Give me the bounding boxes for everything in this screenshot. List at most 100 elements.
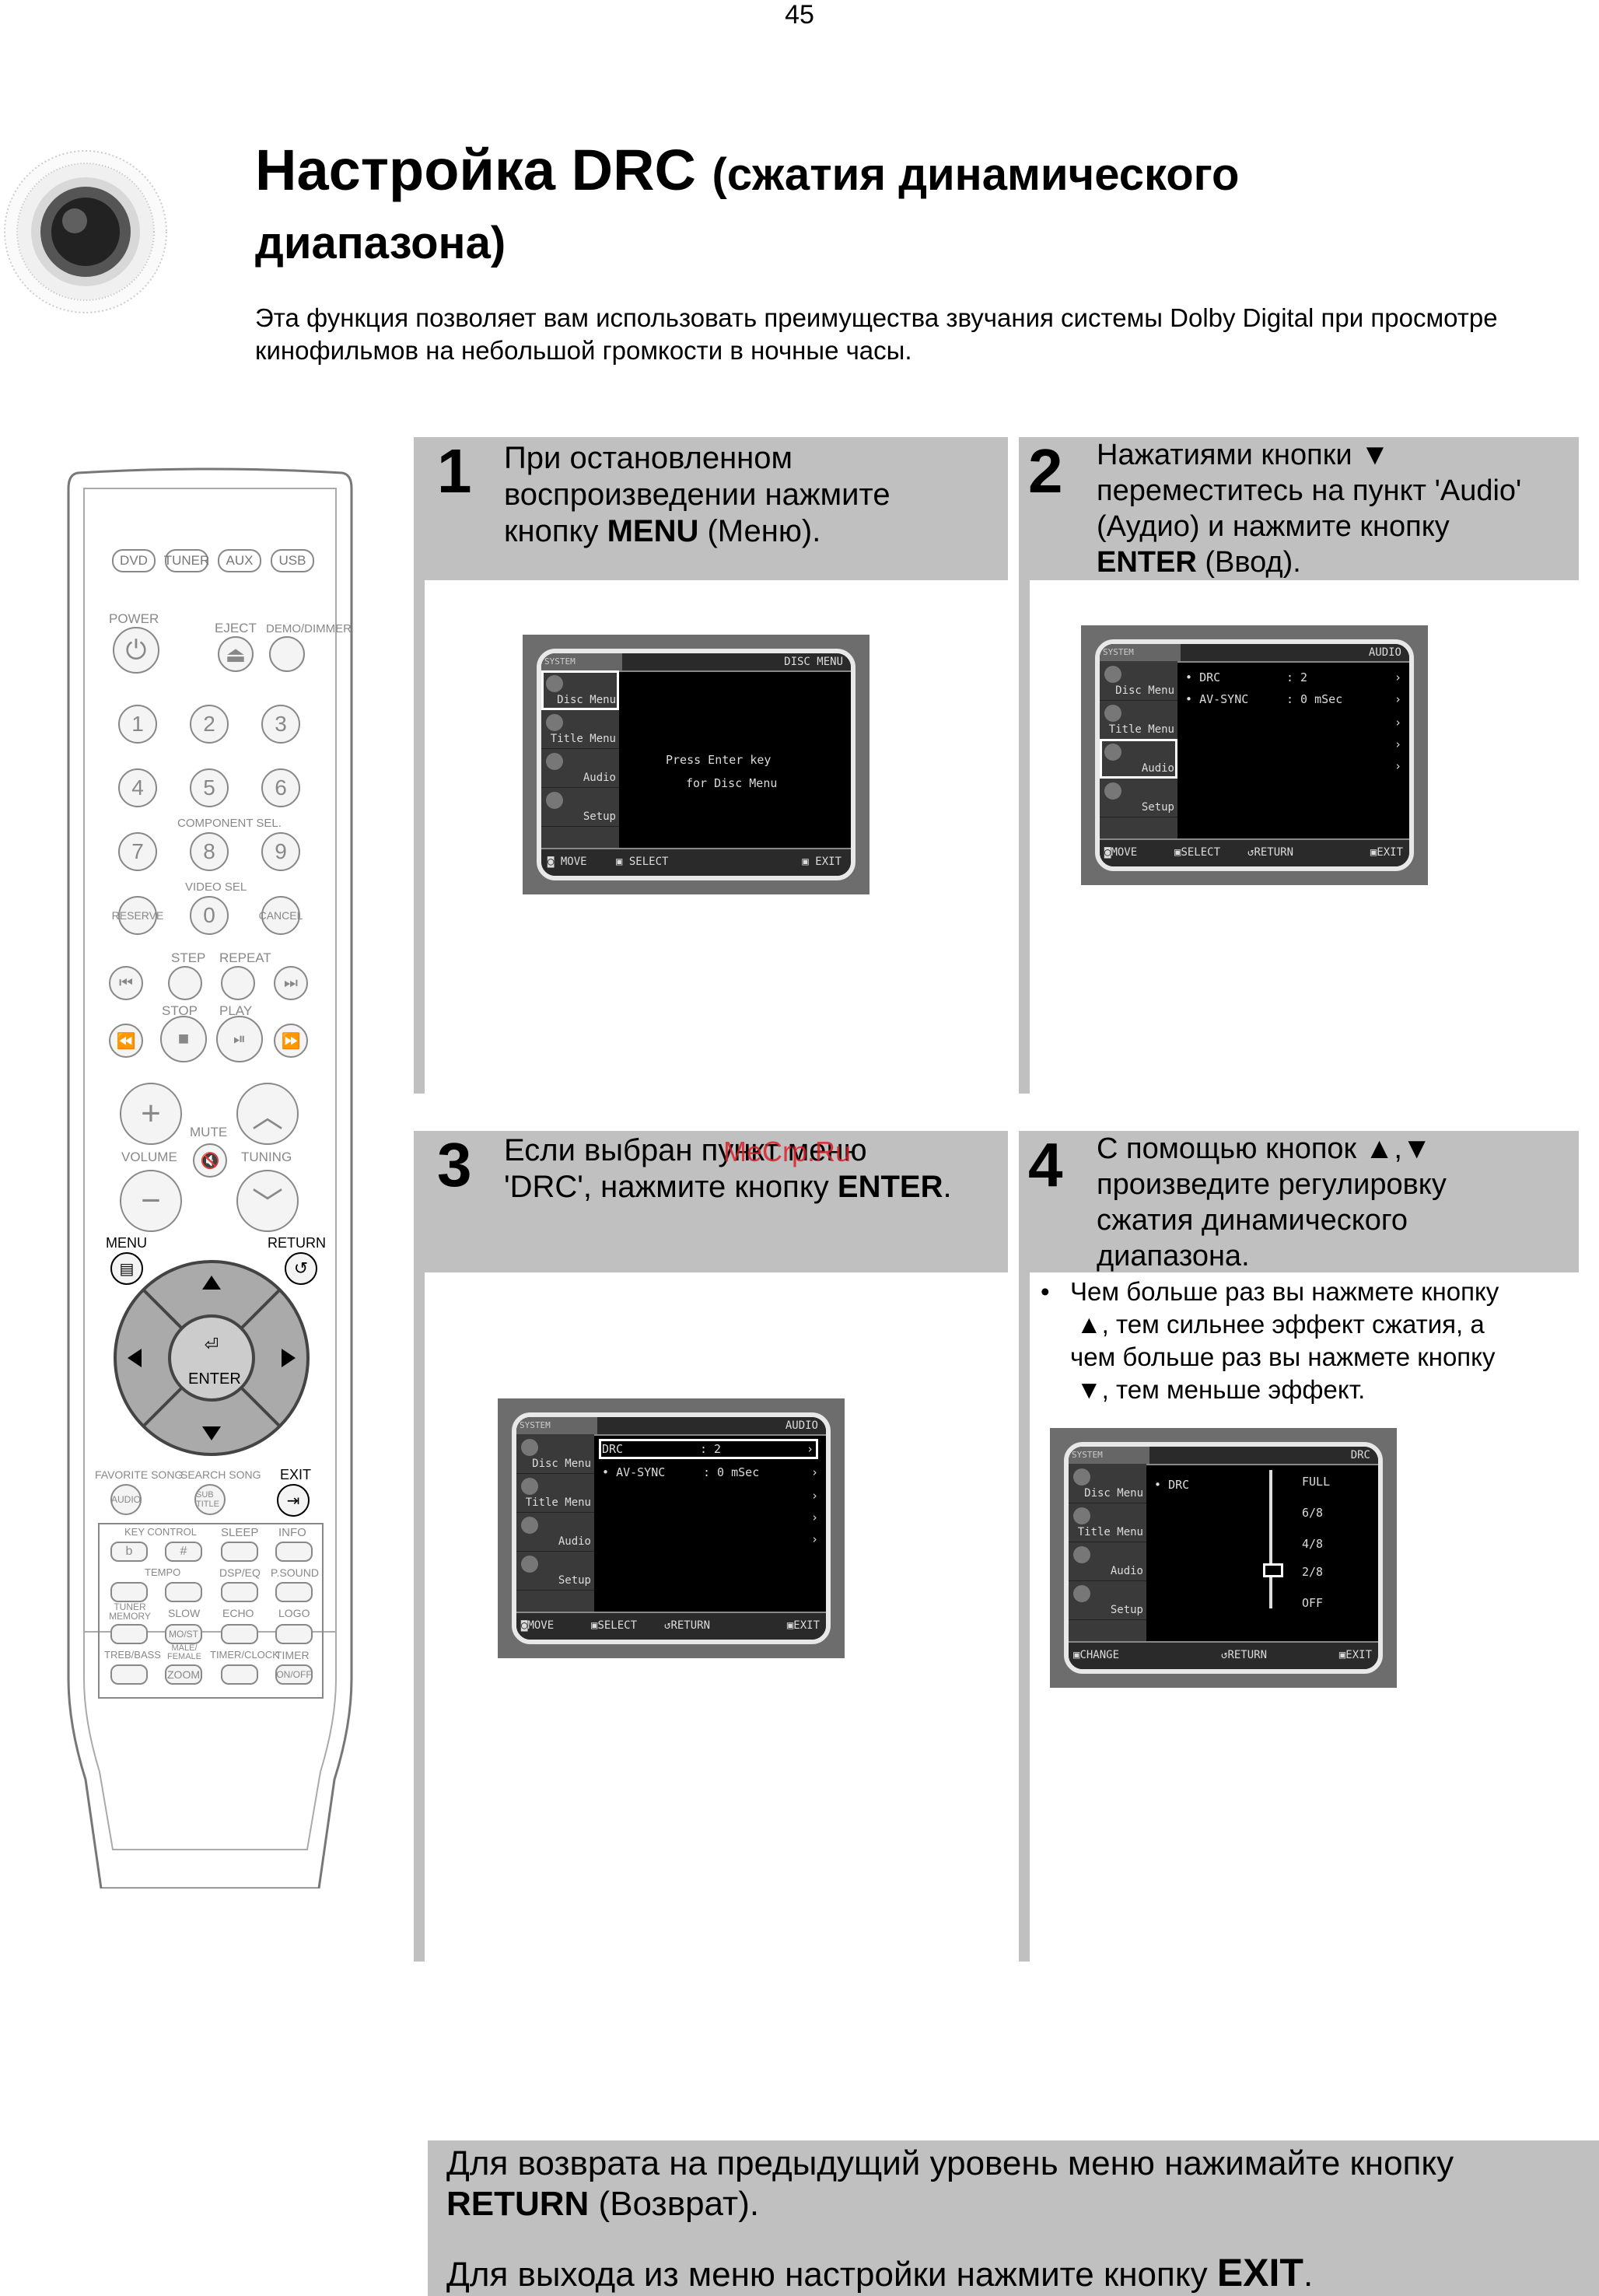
stop-button[interactable]: ■ [160, 1016, 207, 1062]
osd-side-audio[interactable]: Audio [1100, 739, 1177, 779]
digit-4-button[interactable]: 4 [118, 768, 157, 807]
osd-side-title-menu[interactable]: Title Menu [516, 1473, 594, 1513]
drc-level-off: OFF [1302, 1596, 1324, 1610]
tempo-down-button[interactable] [110, 1582, 148, 1602]
tuning-down-button[interactable]: ﹀ [236, 1170, 299, 1232]
gear-icon [546, 792, 563, 809]
repeat-button[interactable] [221, 966, 255, 1000]
drc-slider-handle[interactable] [1263, 1563, 1283, 1577]
timer-on-off-button[interactable]: ON/OFF [275, 1664, 313, 1685]
sleep-button[interactable] [221, 1542, 258, 1562]
digit-8-button[interactable]: 8 [190, 832, 229, 871]
osd-drc-row[interactable]: DRC: 2› [599, 1439, 818, 1459]
menu-button[interactable]: ▤ [110, 1252, 143, 1285]
osd-side-setup[interactable]: Setup [1100, 778, 1177, 817]
osd-side-disc-menu[interactable]: Disc Menu [1100, 661, 1177, 701]
mo-st-button[interactable]: MO/ST [165, 1624, 202, 1644]
fast-forward-button[interactable]: ⏩ [274, 1024, 308, 1058]
screen-audio-select: SYSTEM AUDIO Disc Menu Title Menu Audio … [1081, 625, 1428, 885]
speaker-logo-icon [4, 150, 167, 313]
osd-side-setup[interactable]: Setup [1069, 1580, 1146, 1620]
osd-side-setup[interactable]: Setup [541, 787, 619, 827]
osd-side-disc-menu[interactable]: Disc Menu [541, 670, 619, 710]
digit-1-button[interactable]: 1 [118, 705, 157, 744]
osd-side-title-menu[interactable]: Title Menu [1100, 700, 1177, 740]
osd-drc-row[interactable]: • DRC: 2› [1185, 670, 1401, 684]
drc-slider-track[interactable] [1269, 1470, 1272, 1608]
osd-brand: SYSTEM [516, 1417, 597, 1434]
osd-select: ▣SELECT [1174, 846, 1221, 859]
cancel-button[interactable]: CANCEL [259, 896, 303, 935]
mute-button[interactable]: 🔇 [193, 1143, 227, 1178]
osd-side-disc-menu[interactable]: Disc Menu [1069, 1464, 1146, 1503]
logo-label: LOGO [278, 1607, 310, 1619]
reserve-button[interactable]: RESERVE [112, 896, 163, 935]
zoom-button[interactable]: ZOOM [165, 1664, 202, 1685]
osd-side-audio[interactable]: Audio [541, 748, 619, 788]
tuner-button[interactable]: TUNER [164, 549, 209, 572]
step-1-bar [414, 580, 425, 1094]
exit-button[interactable]: ⇥ [277, 1484, 310, 1517]
return-button[interactable]: ↺ [285, 1252, 317, 1285]
osd-side-title-menu[interactable]: Title Menu [1069, 1503, 1146, 1542]
osd-side-disc-menu[interactable]: Disc Menu [516, 1434, 594, 1474]
step-4-note-line-4: ▼, тем меньше эффект. [1076, 1375, 1366, 1404]
digit-3-button[interactable]: 3 [261, 705, 300, 744]
title-main: Настройка DRC [255, 138, 696, 202]
navigation-pad[interactable]: ⏎ [112, 1258, 311, 1458]
step-4-line-2: произведите регулировку [1097, 1168, 1447, 1201]
rewind-button[interactable]: ⏪ [109, 1024, 143, 1058]
plus-icon: + [141, 1094, 161, 1132]
key-sharp-button[interactable]: # [165, 1542, 202, 1562]
osd-side-setup[interactable]: Setup [516, 1551, 594, 1591]
stop-icon: ■ [177, 1028, 190, 1049]
title-icon [1104, 705, 1121, 722]
tuning-up-button[interactable]: ︿ [236, 1083, 299, 1145]
digit-5-button[interactable]: 5 [190, 768, 229, 807]
p-sound-button[interactable] [275, 1582, 313, 1602]
osd-avsync-row[interactable]: • AV-SYNC: 0 mSec› [1185, 692, 1401, 706]
screen-drc-select: SYSTEM AUDIO Disc Menu Title Menu Audio … [498, 1398, 845, 1658]
dvd-button[interactable]: DVD [112, 549, 156, 572]
step-1-header [414, 437, 1008, 580]
tuner-memory-button[interactable] [110, 1624, 148, 1644]
step-1-bold: MENU [607, 514, 699, 548]
bottom-note-exit: Для выхода из меню настройки нажмите кно… [446, 2252, 1582, 2295]
audio-button[interactable]: AUDIO [110, 1484, 142, 1515]
tempo-up-button[interactable] [165, 1582, 202, 1602]
aux-button[interactable]: AUX [218, 549, 261, 572]
step-button[interactable] [168, 966, 202, 1000]
key-flat-button[interactable]: b [110, 1542, 148, 1562]
eject-button[interactable]: ⏏ [218, 636, 254, 672]
info-button[interactable] [275, 1542, 313, 1562]
digit-6-button[interactable]: 6 [261, 768, 300, 807]
digit-0-button[interactable]: 0 [190, 896, 229, 935]
digit-7-button[interactable]: 7 [118, 832, 157, 871]
usb-button[interactable]: USB [271, 549, 314, 572]
next-track-button[interactable]: ⏭ [274, 966, 308, 1000]
treb-bass-button[interactable] [110, 1664, 148, 1685]
osd-avsync-row[interactable]: • AV-SYNC: 0 mSec› [602, 1465, 818, 1479]
osd-side-title-menu[interactable]: Title Menu [541, 709, 619, 749]
osd-side-audio[interactable]: Audio [1069, 1542, 1146, 1581]
subtitle-button[interactable]: SUB TITLE [194, 1484, 226, 1515]
demo-dimmer-button[interactable] [269, 636, 305, 672]
osd-exit: ▣EXIT [786, 1619, 820, 1632]
timer-clock-button[interactable] [221, 1664, 258, 1685]
prev-track-button[interactable]: ⏮ [109, 966, 143, 1000]
drc-level-4-8: 4/8 [1302, 1537, 1324, 1551]
dsp-eq-button[interactable] [221, 1582, 258, 1602]
digit-9-button[interactable]: 9 [261, 832, 300, 871]
volume-down-button[interactable]: − [120, 1170, 182, 1232]
osd-side-audio[interactable]: Audio [516, 1512, 594, 1552]
step-4-line-3: сжатия динамического [1097, 1204, 1408, 1237]
osd-brand: SYSTEM [1100, 644, 1181, 661]
step-3-text: Если выбран пункт меню 'DRC', нажмите кн… [504, 1132, 1017, 1206]
osd-empty-row: › [810, 1489, 818, 1503]
play-pause-button[interactable]: ⏯ [216, 1016, 263, 1062]
power-button[interactable]: ⏻ [113, 627, 159, 674]
logo-button[interactable] [275, 1624, 313, 1644]
digit-2-button[interactable]: 2 [190, 705, 229, 744]
volume-up-button[interactable]: + [120, 1083, 182, 1145]
echo-button[interactable] [221, 1624, 258, 1644]
